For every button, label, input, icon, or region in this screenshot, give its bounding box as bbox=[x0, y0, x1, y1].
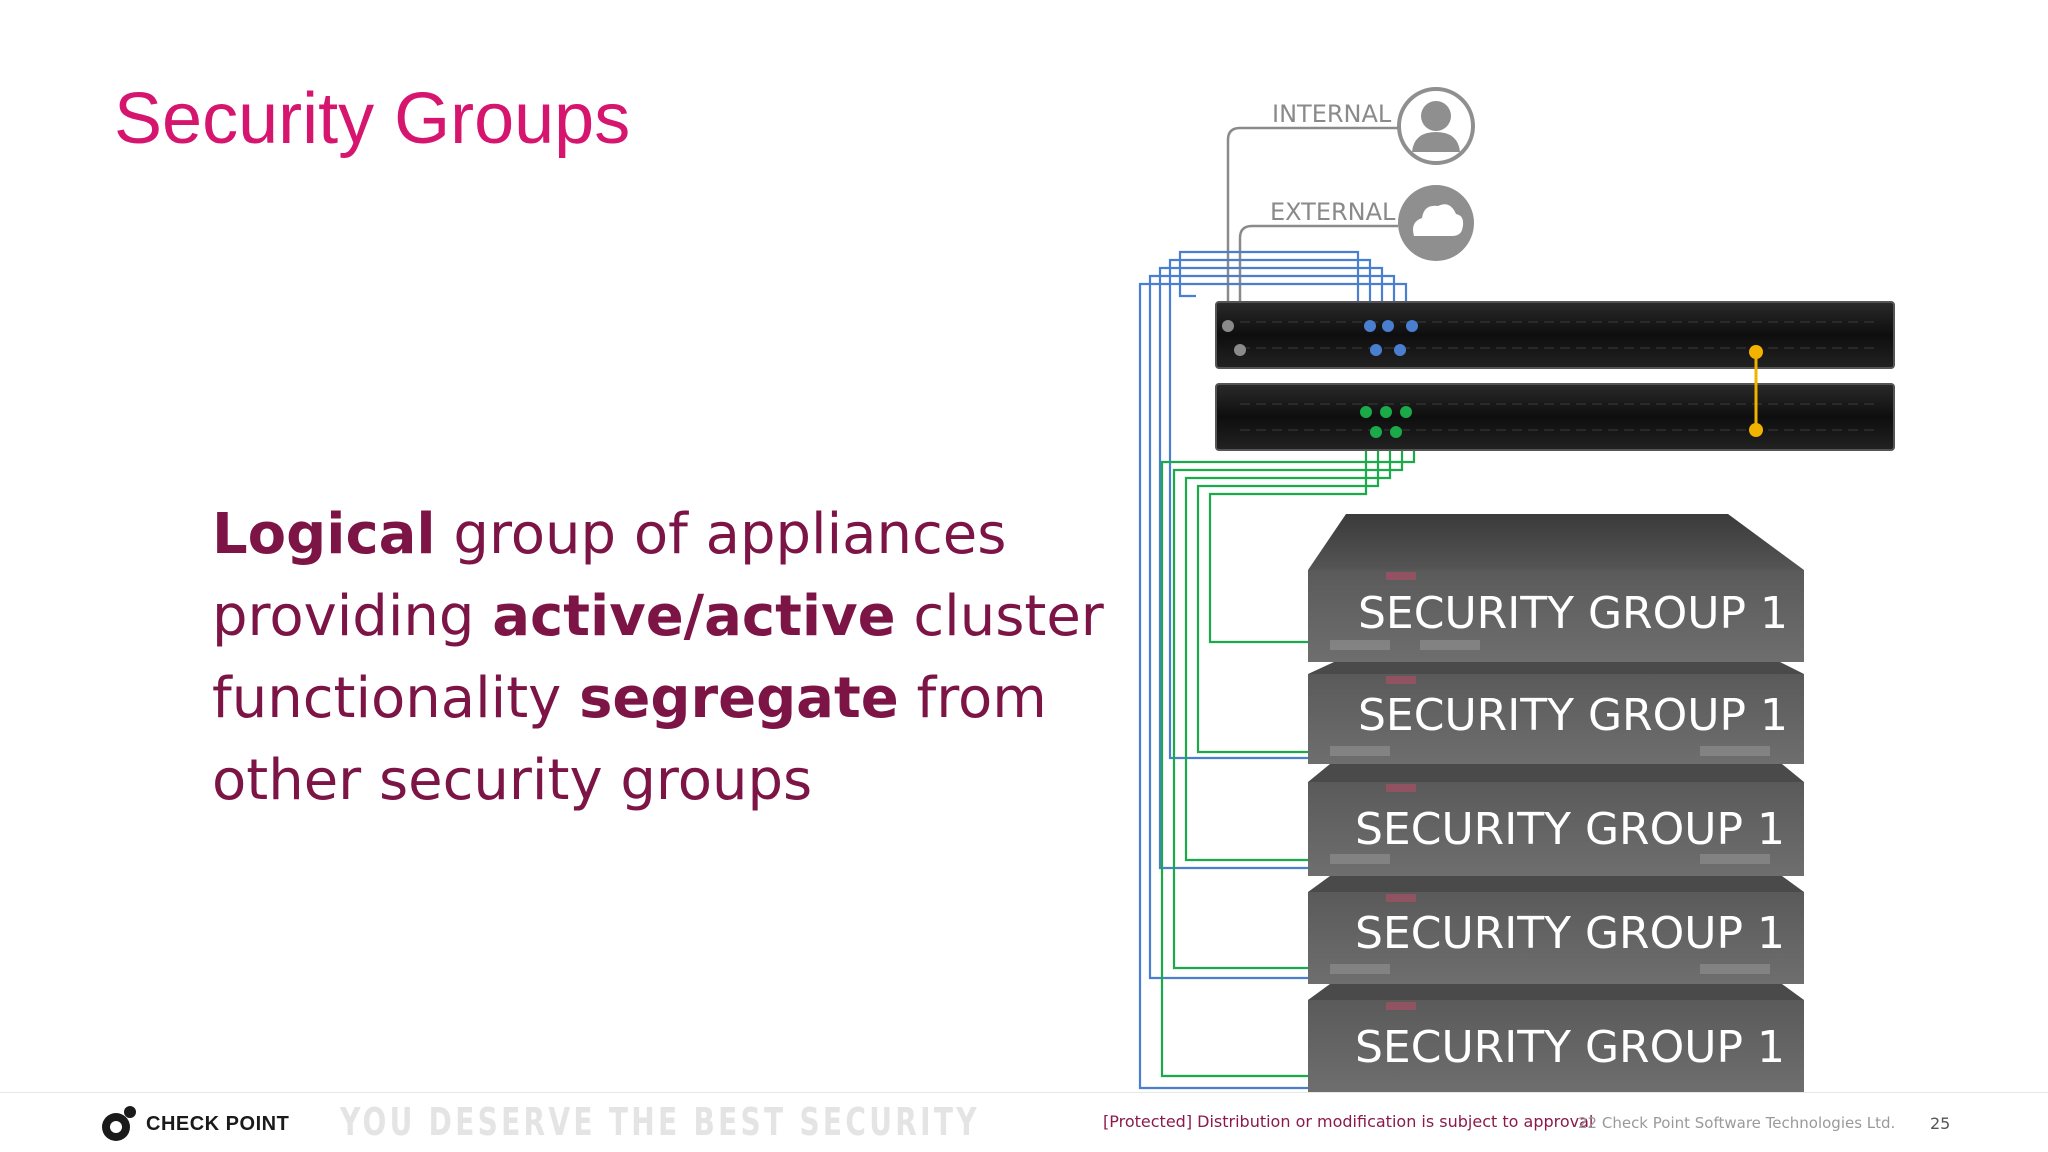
security-group-label-2: SECURITY GROUP 1 bbox=[1358, 690, 1788, 741]
cloud-icon bbox=[1398, 185, 1474, 261]
body-bold-active: active/active bbox=[492, 584, 896, 649]
body-text-1: group of appliances bbox=[435, 502, 1007, 567]
uplink-lines bbox=[1226, 126, 1398, 350]
body-line-2: providing active/active cluster bbox=[212, 576, 1104, 658]
copyright: 22 Check Point Software Technologies Ltd… bbox=[1578, 1114, 1896, 1132]
security-group-label-3: SECURITY GROUP 1 bbox=[1355, 804, 1785, 855]
port-dots bbox=[1222, 320, 1418, 438]
tagline: YOU DESERVE THE BEST SECURITY bbox=[340, 1100, 980, 1144]
check-point-logo: CHECK POINT bbox=[100, 1100, 289, 1148]
security-group-label-5: SECURITY GROUP 1 bbox=[1355, 1022, 1785, 1073]
security-group-label-4: SECURITY GROUP 1 bbox=[1355, 908, 1785, 959]
slide-body: Logical group of appliances providing ac… bbox=[212, 494, 1104, 822]
check-point-logo-icon bbox=[102, 1106, 136, 1141]
switch-bottom bbox=[1215, 383, 1895, 451]
protected-notice: [Protected] Distribution or modification… bbox=[1103, 1112, 1594, 1131]
footer-divider bbox=[0, 1092, 2048, 1093]
sync-link bbox=[1749, 345, 1763, 437]
body-text-2b: cluster bbox=[895, 584, 1104, 649]
body-line-4: other security groups bbox=[212, 748, 813, 813]
body-text-2a: providing bbox=[212, 584, 493, 649]
switch-top bbox=[1215, 301, 1895, 369]
body-line-1: Logical group of appliances bbox=[212, 494, 1092, 576]
body-text-3a: functionality bbox=[212, 666, 580, 731]
security-group-label-1: SECURITY GROUP 1 bbox=[1358, 588, 1788, 639]
body-text-3b: from bbox=[898, 666, 1047, 731]
body-bold-segregate: segregate bbox=[579, 666, 899, 731]
user-icon bbox=[1397, 87, 1475, 165]
body-line-3: functionality segregate from bbox=[212, 658, 1092, 740]
page-number: 25 bbox=[1930, 1114, 1951, 1133]
logo-text: CHECK POINT bbox=[146, 1112, 290, 1135]
external-label: EXTERNAL bbox=[1270, 198, 1396, 226]
appliance-stack bbox=[1308, 514, 1804, 1092]
slide-title: Security Groups bbox=[114, 79, 631, 159]
body-bold-logical: Logical bbox=[212, 502, 436, 567]
internal-label: INTERNAL bbox=[1272, 100, 1392, 128]
